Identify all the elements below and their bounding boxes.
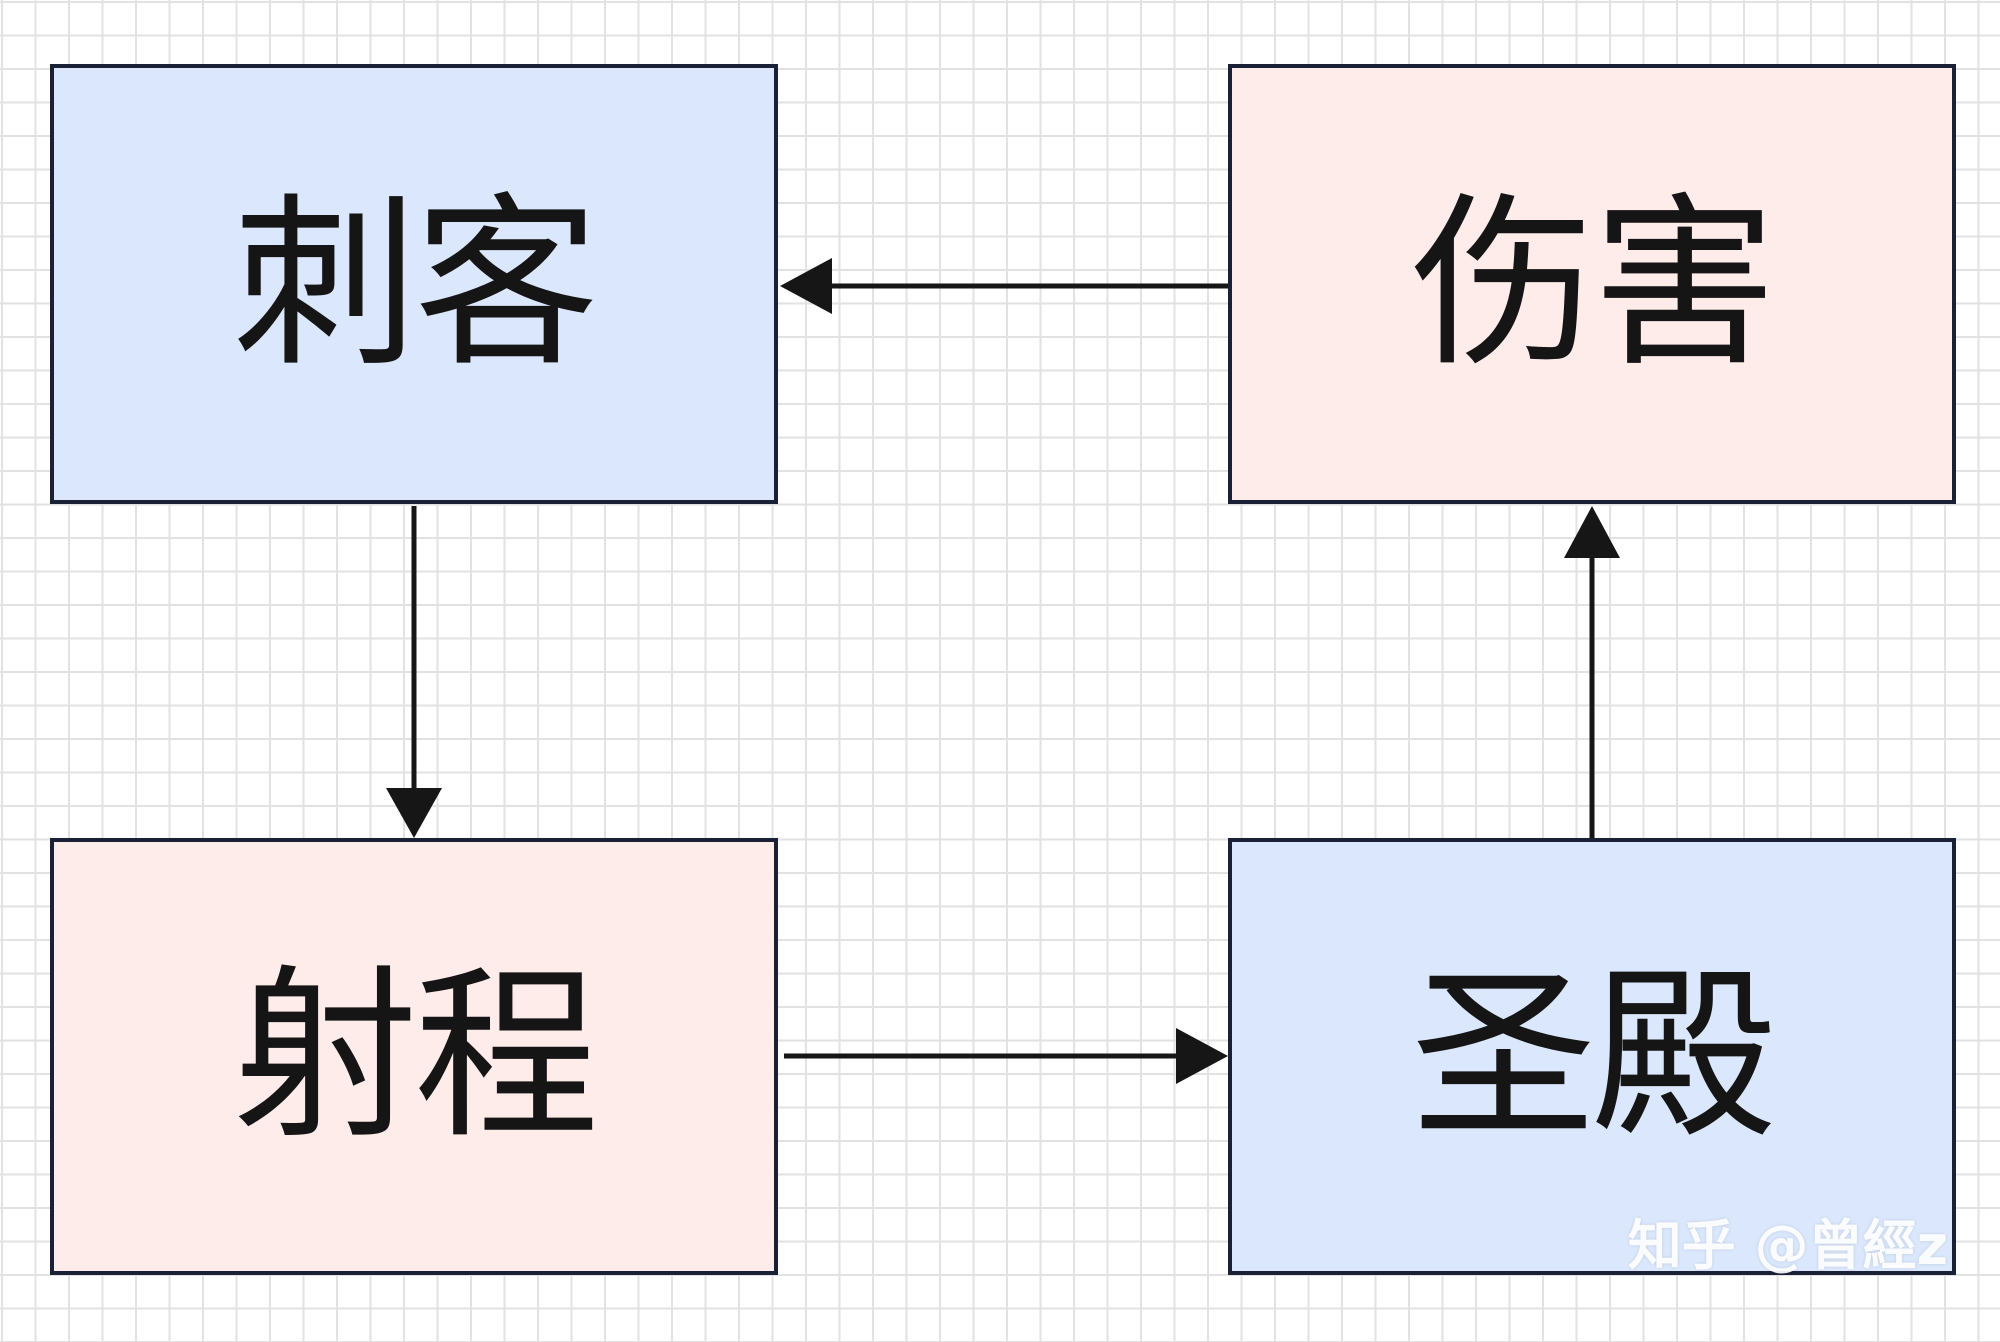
edge-damage-to-assassin[interactable] xyxy=(780,258,1228,314)
arrowhead-up-icon xyxy=(1564,506,1620,558)
arrowhead-down-icon xyxy=(386,788,442,838)
node-paladin-label: 圣殿 xyxy=(1411,948,1777,1164)
arrowhead-left-icon xyxy=(780,258,832,314)
watermark: 知乎 @曾經z xyxy=(1627,1214,1948,1277)
node-range-label: 射程 xyxy=(233,948,599,1164)
arrowhead-right-icon xyxy=(1176,1028,1228,1084)
node-assassin[interactable]: 刺客 xyxy=(50,64,778,504)
node-damage[interactable]: 伤害 xyxy=(1228,64,1956,504)
node-range[interactable]: 射程 xyxy=(50,838,778,1275)
node-assassin-label: 刺客 xyxy=(233,175,599,392)
node-paladin[interactable]: 圣殿 xyxy=(1228,838,1956,1275)
node-damage-label: 伤害 xyxy=(1411,175,1777,392)
edge-paladin-to-damage[interactable] xyxy=(1564,506,1620,838)
edge-assassin-to-range[interactable] xyxy=(386,506,442,838)
edge-range-to-paladin[interactable] xyxy=(784,1028,1228,1084)
